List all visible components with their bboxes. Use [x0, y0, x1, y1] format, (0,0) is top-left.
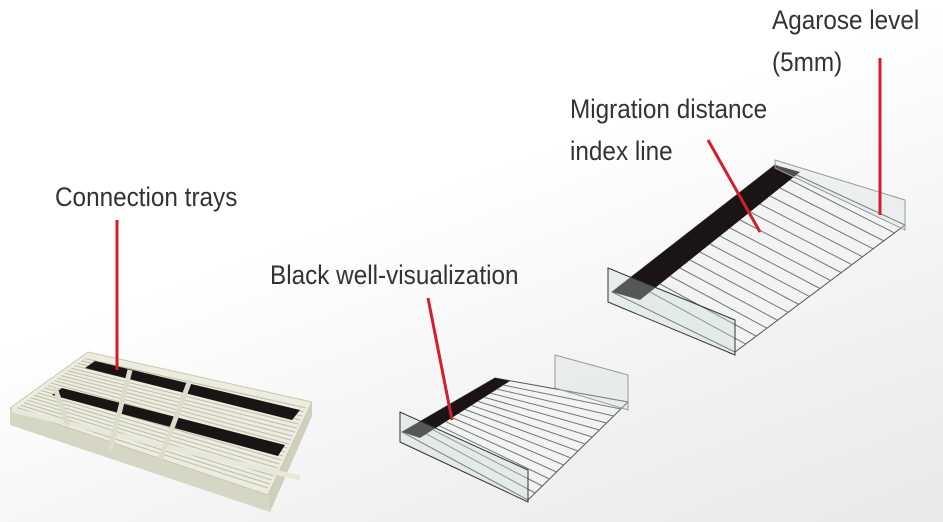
groove-line	[679, 267, 778, 321]
groove-line	[451, 417, 564, 466]
groove-line	[439, 425, 550, 480]
groove-line	[54, 380, 290, 445]
black-strip	[85, 361, 300, 420]
groove-line	[484, 396, 600, 431]
groove-line	[471, 404, 586, 445]
label-migration-line2: index line	[570, 136, 673, 166]
large-gel-tray	[607, 159, 906, 356]
groove-line	[749, 211, 853, 266]
black-strip	[402, 378, 510, 438]
groove-line	[503, 384, 621, 410]
groove-line	[458, 413, 572, 459]
label-agarose-line2: (5mm)	[772, 47, 843, 77]
groove-line	[490, 392, 607, 424]
callout-line-black-well	[426, 297, 454, 421]
groove-line	[34, 394, 278, 469]
connection-tray	[8, 351, 313, 512]
label-agarose-line1: Agarose level	[772, 5, 920, 35]
tray-right-edge	[268, 402, 312, 512]
divider	[107, 369, 133, 451]
groove-line	[779, 187, 884, 242]
label-connection-trays: Connection trays	[55, 182, 238, 212]
groove-line	[689, 259, 789, 313]
divider	[52, 387, 71, 426]
callout-line-migration	[706, 139, 762, 233]
tray-front-edge	[10, 408, 270, 512]
groove-line	[649, 291, 746, 345]
groove-line	[37, 392, 280, 465]
groove-line	[759, 203, 863, 258]
groove-line	[432, 429, 543, 487]
groove-line	[709, 243, 810, 297]
back-wall	[554, 354, 629, 411]
groove-line	[719, 235, 821, 289]
groove-line	[60, 375, 293, 437]
groove-line	[20, 404, 270, 485]
groove-line	[30, 397, 276, 473]
back-wall	[774, 159, 906, 231]
divider	[157, 379, 193, 461]
groove-line	[659, 283, 757, 337]
groove-line	[57, 377, 291, 441]
black-strip	[52, 388, 285, 456]
groove-line	[729, 227, 831, 282]
groove-line	[497, 388, 614, 417]
black-strip	[612, 165, 800, 300]
groove-line	[426, 433, 536, 494]
groove-line	[699, 251, 799, 305]
front-wall	[607, 267, 736, 356]
label-black-well: Black well-visualization	[270, 260, 519, 290]
groove-line	[445, 421, 557, 473]
groove-line	[84, 357, 307, 409]
divider	[11, 407, 301, 481]
groove-line	[477, 400, 593, 438]
label-migration-line1: Migration distance	[570, 94, 768, 124]
groove-line	[669, 275, 768, 329]
groove-line	[769, 195, 874, 250]
small-gel-tray	[399, 354, 630, 503]
front-wall	[399, 411, 529, 503]
groove-line	[789, 179, 895, 234]
groove-line	[464, 409, 579, 452]
